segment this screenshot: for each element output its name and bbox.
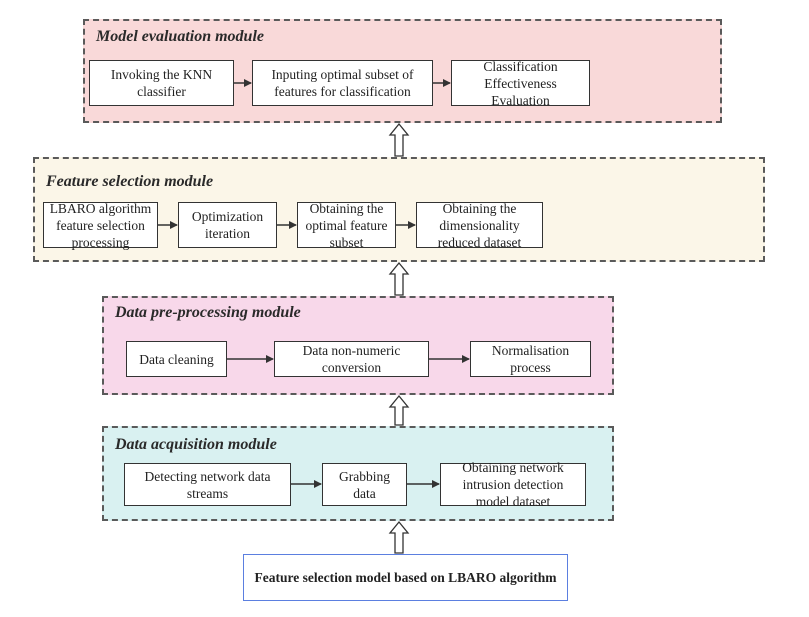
step-inputing-optimal-subset: Inputing optimal subset of features for … xyxy=(252,60,433,106)
step-dimensionality-reduced: Obtaining the dimensionality reduced dat… xyxy=(416,201,543,250)
hollow-up-arrow-icon xyxy=(388,520,410,554)
hollow-up-arrow-icon xyxy=(388,122,410,157)
root-model-box: Feature selection model based on LBARO a… xyxy=(243,554,568,601)
module-title: Data acquisition module xyxy=(115,436,277,453)
step-grabbing-data: Grabbing data xyxy=(322,463,407,506)
root-model-label: Feature selection model based on LBARO a… xyxy=(254,569,557,585)
hollow-up-arrow-icon xyxy=(388,261,410,296)
step-lbaro-processing: LBARO algorithm feature selection proces… xyxy=(43,201,158,250)
step-data-cleaning: Data cleaning xyxy=(126,341,227,377)
step-detecting-streams: Detecting network data streams xyxy=(124,463,291,506)
step-non-numeric-conversion: Data non-numeric conversion xyxy=(274,341,429,377)
hollow-up-arrow-icon xyxy=(388,394,410,426)
module-title: Model evaluation module xyxy=(96,28,264,45)
step-invoking-knn: Invoking the KNN classifier xyxy=(89,60,234,106)
step-classification-evaluation: Classification Effectiveness Evaluation xyxy=(451,59,590,108)
step-obtaining-dataset: Obtaining network intrusion detection mo… xyxy=(440,460,586,509)
step-optimization-iteration: Optimization iteration xyxy=(178,202,277,248)
step-optimal-feature-subset: Obtaining the optimal feature subset xyxy=(297,201,396,250)
step-normalisation: Normalisation process xyxy=(470,341,591,377)
module-title: Data pre-processing module xyxy=(115,304,301,321)
module-title: Feature selection module xyxy=(46,173,214,190)
